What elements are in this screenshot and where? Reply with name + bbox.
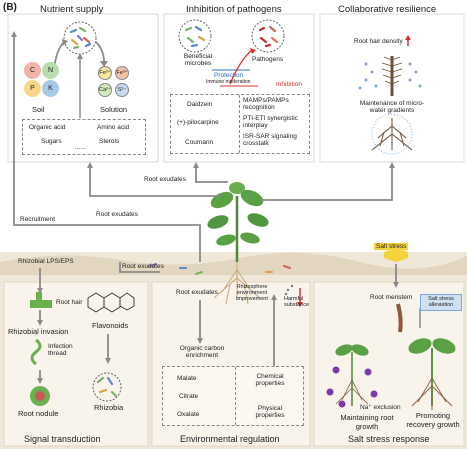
- root-exudates-label-2: Root exudates: [96, 211, 138, 218]
- compound-pilocarpine: (+)-pilocarpine: [177, 119, 219, 126]
- mechanism-mamps: MAMPs/PAMPs recognition: [243, 97, 309, 112]
- ion-s: S²⁻: [115, 83, 129, 97]
- nutrient-title: Nutrient supply: [40, 4, 103, 15]
- pathogen-circle: [252, 20, 284, 52]
- compound-daidzein: Daidzein: [187, 101, 212, 108]
- maintaining-label: Maintaining root growth: [340, 414, 394, 431]
- environment-title: Environmental regulation: [180, 434, 280, 444]
- ion-ca: Ca²⁺: [98, 83, 112, 97]
- root-hair-density-label: Root hair density: [354, 38, 403, 45]
- pathogen-title: Inhibition of pathogens: [186, 4, 282, 15]
- physical-label: Physical properties: [247, 405, 293, 420]
- element-p: P: [24, 80, 41, 97]
- root-exudates-label-3: Root exudates: [122, 263, 164, 270]
- ion-fe3: Fe³⁺: [115, 66, 129, 80]
- soil-label: Soil: [32, 106, 45, 115]
- rhizosphere-label: Rhizosphere environment improvement: [228, 284, 276, 302]
- acid-divider: [235, 367, 236, 425]
- soil-elements: C N P K: [18, 60, 64, 106]
- organic-label: Organic carbon enrichment: [176, 345, 228, 360]
- recruitment-label: Recruitment: [20, 216, 55, 223]
- acid-box: Malate Citrate Oxalate Chemical properti…: [162, 366, 304, 426]
- solution-label: Solution: [100, 106, 127, 115]
- element-c: C: [24, 62, 41, 79]
- maintenance-label: Maintenance of micro-water gradients: [354, 100, 430, 115]
- exudate-more: ......: [75, 144, 86, 151]
- panel-label: (B): [3, 2, 17, 13]
- acid-citrate: Citrate: [179, 393, 198, 400]
- compound-divider: [239, 95, 240, 153]
- exudate-box: Organic acid Amino acid Sugars Sterols .…: [22, 119, 146, 155]
- exudate-sterols: Sterols: [99, 138, 119, 145]
- exudate-sugars: Sugars: [41, 138, 62, 145]
- exudate-organic-acid: Organic acid: [29, 124, 66, 131]
- beneficial-circle: [179, 20, 211, 52]
- resilience-title: Collaborative resilience: [338, 4, 436, 15]
- invasion-label: Rhizobial invasion: [8, 328, 68, 337]
- acid-malate: Malate: [177, 375, 197, 382]
- infection-label: Infection thread: [48, 343, 84, 358]
- harmful-label: Harmful substance: [284, 296, 308, 308]
- inhibition-label: Inhibition: [276, 81, 302, 88]
- immune-label: Immune moderation: [206, 79, 250, 85]
- solution-ions: Fe²⁺ Fe³⁺ Ca²⁺ S²⁻: [96, 64, 136, 100]
- na-exclusion-label: Na⁺ exclusion: [360, 404, 401, 411]
- beneficial-label: Beneficial microbes: [178, 53, 218, 68]
- flavonoids-label: Flavonoids: [92, 322, 128, 331]
- element-k: K: [42, 80, 59, 97]
- element-n: N: [42, 62, 59, 79]
- mechanism-isr: ISR-SAR signaling crosstalk: [243, 133, 309, 148]
- mechanism-pti: PTI-ETI synergistic interplay: [243, 115, 309, 130]
- exudate-amino-acid: Amino acid: [97, 124, 129, 131]
- promoting-label: Promoting recovery growth: [404, 412, 462, 429]
- lps-label: Rhizobial LPS/EPS: [18, 258, 74, 265]
- pathogens-label: Pathogens: [252, 56, 283, 63]
- signal-title: Signal transduction: [24, 434, 101, 444]
- root-exudates-label-1: Root exudates: [144, 176, 186, 183]
- root-hair-label: Root hair: [56, 299, 82, 306]
- chemical-label: Chemical properties: [247, 373, 293, 388]
- root-meristem-label: Root meristem: [370, 294, 412, 301]
- rhizobia-label: Rhizobia: [94, 404, 123, 413]
- ion-fe2: Fe²⁺: [98, 66, 112, 80]
- acid-oxalate: Oxalate: [177, 411, 199, 418]
- salt-stress-label: Salt stress: [374, 243, 408, 250]
- signal-panel-bg: [4, 282, 148, 446]
- salt-title: Salt stress response: [348, 434, 430, 444]
- env-root-exudates: Root exudates: [176, 289, 218, 296]
- alleviation-label: Salt stress alleviation: [420, 294, 462, 311]
- compound-box: Daidzein (+)-pilocarpine Coumarin MAMPs/…: [170, 94, 310, 154]
- compound-coumarin: Coumarin: [185, 139, 213, 146]
- plant: [206, 182, 271, 262]
- nodule-label: Root nodule: [18, 410, 58, 419]
